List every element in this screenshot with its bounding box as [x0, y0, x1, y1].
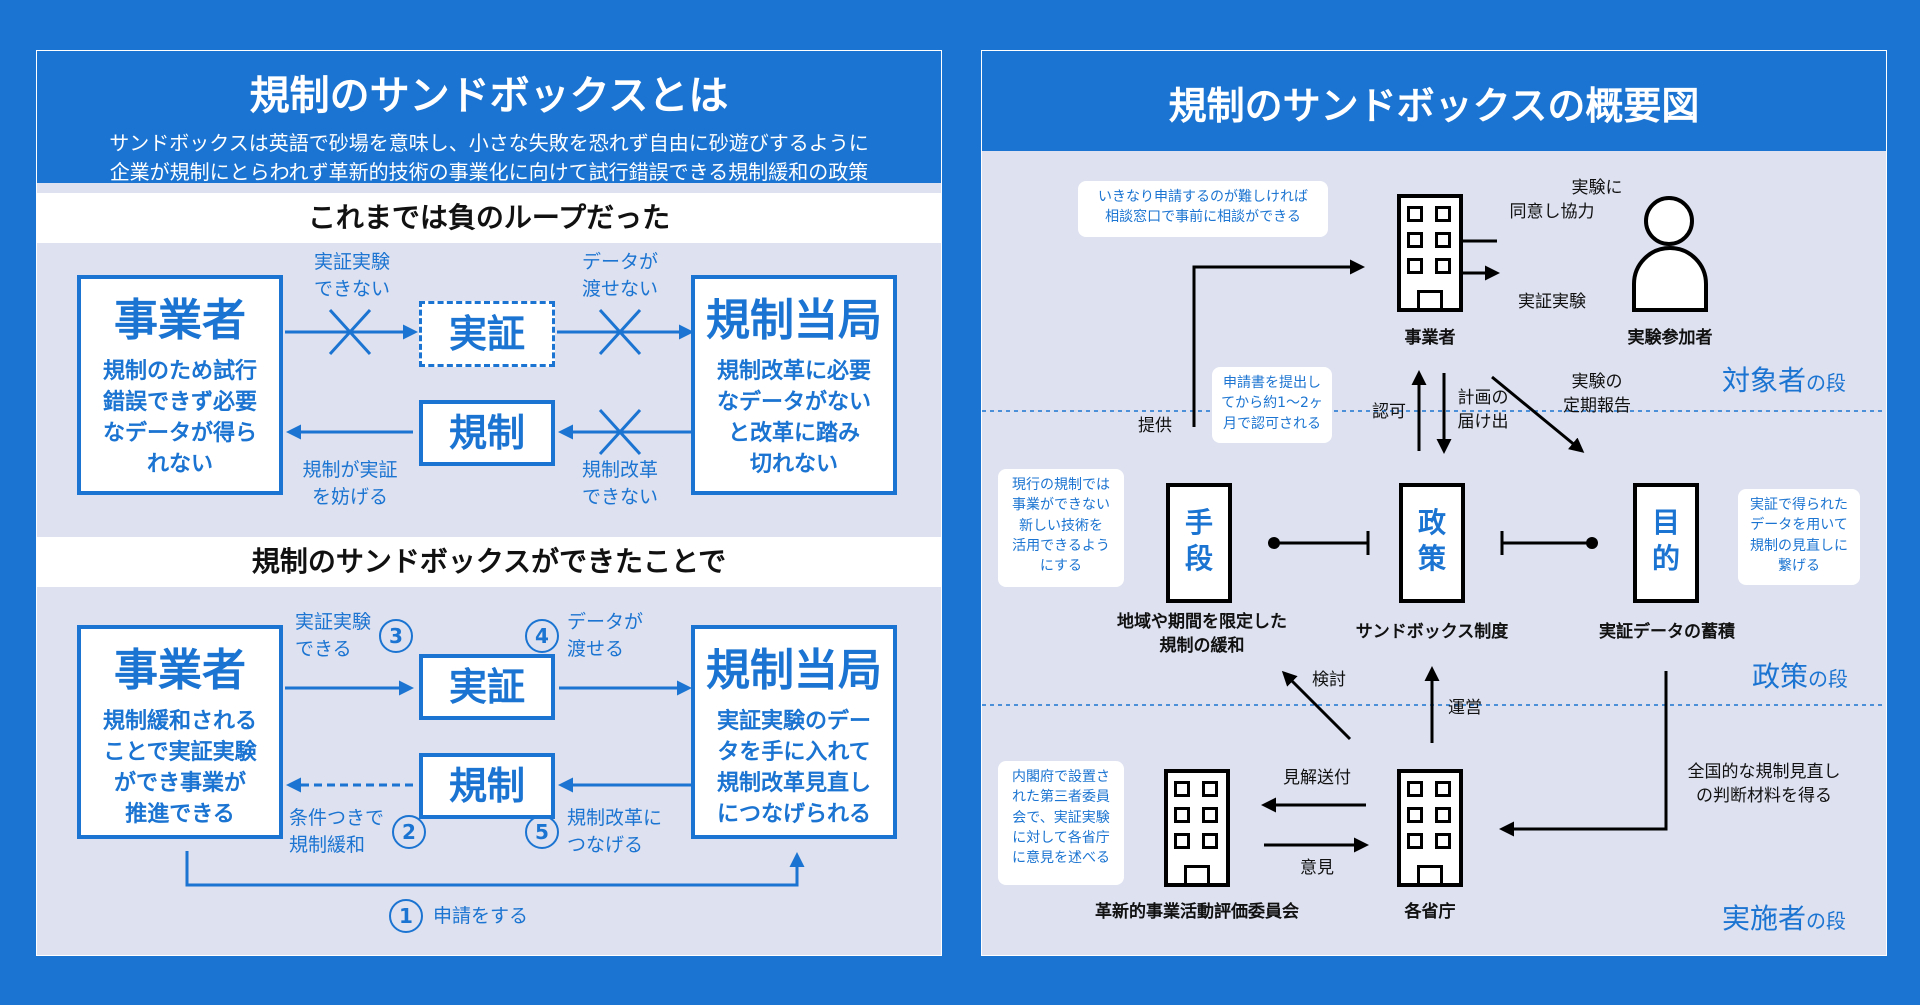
business-line-1: 規制緩和される: [102, 709, 257, 735]
business-line-4: れない: [146, 451, 213, 477]
bubble-means: 現行の規制では事業ができない新しい技術を活用できるようにする: [998, 469, 1124, 587]
business-building-icon: [1397, 194, 1463, 312]
left-desc-1: サンドボックスは英語で砂場を意味し、小さな失敗を恐れず自由に砂遊びするように: [109, 131, 869, 155]
committee-label: 革新的事業活動評価委員会: [1095, 902, 1299, 922]
label-regulation-blocks: 規制が実証を妨げる: [302, 459, 398, 508]
label-consent: 実験に: [1571, 178, 1623, 198]
business-line-2: ことで実証実験: [103, 740, 257, 766]
left-arrows: [185, 308, 805, 887]
tier-target: 対象者の段: [1722, 364, 1847, 397]
authority-box-before: 規制当局 規制改革に必要 なデータがない と改革に踏み 切れない: [691, 275, 897, 495]
authority-line-2: タを手に入れて: [717, 740, 871, 766]
authority-line-3: と改革に踏み: [727, 420, 860, 446]
business-line-4: 推進できる: [125, 801, 235, 827]
business-line-3: ができ事業が: [113, 770, 246, 796]
business-line-3: なデータが得ら: [102, 420, 257, 446]
bubble-apply: 申請書を提出してから約1〜2ヶ月で認可される: [1212, 367, 1332, 443]
step-4-number: 4: [525, 618, 559, 653]
authority-line-4: 切れない: [749, 451, 838, 477]
label-provide: 提供: [1138, 416, 1172, 436]
participant-label: 実験参加者: [1627, 328, 1713, 348]
participant-person-icon: [1632, 196, 1708, 312]
right-panel: 規制のサンドボックスの概要図 いきなり申請するのが難しければ相談窓口で: [981, 50, 1887, 956]
right-arrows: [982, 233, 1886, 853]
label-review: 検討: [1312, 670, 1346, 690]
business-box-after: 事業者 規制緩和される ことで実証実験 ができ事業が 推進できる: [77, 625, 283, 839]
left-header: 規制のサンドボックスとは サンドボックスは英語で砂場を意味し、小さな失敗を恐れず…: [37, 51, 941, 184]
verify-box-before: 実証: [419, 301, 555, 367]
right-header: 規制のサンドボックスの概要図: [982, 51, 1886, 151]
tier-policy: 政策の段: [1752, 660, 1849, 693]
label-approve: 認可: [1372, 402, 1406, 422]
step-1-number: 1: [389, 899, 423, 933]
means-box: 手段: [1166, 483, 1232, 603]
verify-box-after: 実証: [419, 654, 555, 720]
ministries-label: 各省庁: [1404, 902, 1456, 922]
authority-box-after: 規制当局 実証実験のデー タを手に入れて 規制改革見直し につなげられる: [691, 625, 897, 839]
step-3-number: 3: [379, 618, 414, 653]
authority-line-4: につなげられる: [716, 801, 871, 827]
business-box-before: 事業者 規制のため試行 錯誤できず必要 なデータが得ら れない: [77, 275, 283, 495]
bubble-consult: いきなり申請するのが難しければ相談窓口で事前に相談ができる: [1078, 181, 1328, 237]
label-plan: 計画の届け出: [1457, 388, 1509, 432]
bubble-cabinet: 内閣府で設置された第三者委員会で、実証実験に対して各省庁に意見を述べる: [998, 761, 1124, 885]
section1-heading: これまでは負のループだった: [37, 193, 941, 243]
business-title: 事業者: [114, 295, 246, 346]
purpose-box: 目的: [1633, 483, 1699, 603]
step-2-number: 2: [392, 814, 427, 849]
label-opinion: 意見: [1300, 858, 1334, 878]
business-label: 事業者: [1404, 328, 1456, 348]
authority-title: 規制当局: [706, 645, 882, 696]
label-operate: 運営: [1448, 698, 1482, 718]
label-opinion-send: 見解送付: [1283, 768, 1351, 788]
business-line-1: 規制のため試行: [102, 359, 257, 385]
label-cannot-verify: 実証実験できない: [313, 251, 390, 300]
label-cannot-pass-data: データが渡せない: [581, 251, 658, 300]
business-line-2: 錯誤できず必要: [102, 390, 257, 416]
committee-building-icon: [1164, 769, 1230, 887]
policy-box: 政策: [1399, 483, 1465, 603]
left-desc-2: 企業が規制にとらわれず革新的技術の事業化に向けて試行錯誤できる規制緩和の政策: [109, 160, 869, 184]
authority-line-3: 規制改革見直し: [716, 770, 871, 796]
ministries-building-icon: [1397, 769, 1463, 887]
regulation-box-before: 規制: [419, 400, 555, 466]
right-title: 規制のサンドボックスの概要図: [1168, 84, 1700, 128]
label-consent-2: 同意し協力: [1509, 202, 1595, 222]
left-title: 規制のサンドボックスとは: [249, 73, 729, 119]
authority-line-1: 実証実験のデー: [716, 709, 871, 735]
purpose-caption: 実証データの蓄積: [1599, 622, 1735, 642]
left-panel: 規制のサンドボックスとは サンドボックスは英語で砂場を意味し、小さな失敗を恐れず…: [36, 50, 942, 956]
bubble-purpose: 実証で得られたデータを用いて規制の見直しに繋げる: [1738, 489, 1860, 585]
means-caption: 地域や期間を限定した規制の緩和: [1117, 612, 1287, 656]
business-title: 事業者: [114, 645, 246, 696]
regulation-box-after: 規制: [419, 753, 555, 819]
authority-line-1: 規制改革に必要: [716, 359, 871, 385]
tier-implementer: 実施者の段: [1722, 902, 1847, 935]
label-experiment: 実証実験: [1518, 292, 1586, 312]
label-report: 実験の定期報告: [1563, 372, 1631, 416]
step-5-number: 5: [525, 814, 559, 849]
section2-heading: 規制のサンドボックスができたことで: [37, 537, 941, 587]
policy-caption: サンドボックス制度: [1355, 622, 1509, 642]
label-national-review: 全国的な規制見直しの判断材料を得る: [1687, 762, 1841, 806]
label-cannot-reform: 規制改革できない: [581, 459, 658, 508]
authority-title: 規制当局: [706, 295, 882, 346]
authority-line-2: なデータがない: [716, 390, 871, 416]
